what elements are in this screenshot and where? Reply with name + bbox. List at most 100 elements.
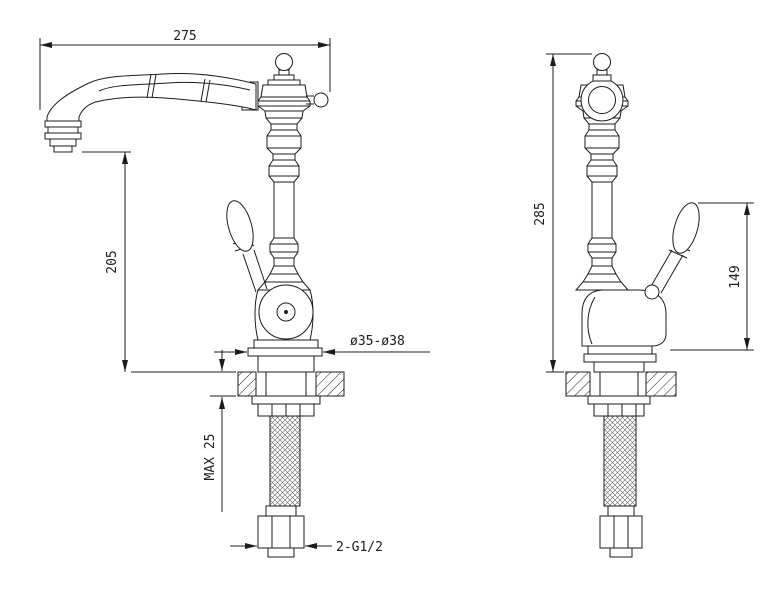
- handle-lever: [242, 249, 268, 293]
- arrowhead-right: [323, 349, 335, 355]
- arrowhead-down: [219, 359, 225, 371]
- aerator-ring-1: [44, 120, 82, 128]
- front-handle: [226, 200, 268, 293]
- through-counter-tube: [265, 371, 307, 397]
- side-undermount: [587, 395, 651, 558]
- dim-label-max-thickness: MAX 25: [203, 434, 218, 481]
- base-flange: [587, 345, 653, 355]
- dim-handle-height: 149: [670, 202, 754, 351]
- side-view: [565, 53, 700, 558]
- arrowhead-left: [245, 543, 257, 549]
- dim-hole-diameter: ø35-ø38: [214, 334, 430, 355]
- spout-segment-rings: [146, 73, 211, 103]
- side-knob: [313, 92, 329, 108]
- handle-grip: [226, 200, 254, 252]
- base-shank: [593, 361, 645, 373]
- mount-washer: [587, 395, 651, 405]
- arrowhead-left: [40, 42, 52, 48]
- top-finial-ball: [275, 53, 293, 71]
- cap-collar: [592, 74, 612, 82]
- side-body: [581, 284, 667, 373]
- arrowhead-right: [305, 543, 317, 549]
- dim-max-thickness: MAX 25: [203, 350, 236, 512]
- hex-nut: [257, 515, 305, 549]
- arrowhead-up: [219, 397, 225, 409]
- handle-grip: [672, 202, 700, 254]
- base-lip: [583, 353, 657, 363]
- top-finial-ball: [593, 53, 611, 71]
- cap-collar: [273, 74, 295, 81]
- body-contour-line: [587, 296, 596, 345]
- hex-nut-facets: [613, 516, 629, 548]
- base-shank: [257, 355, 315, 373]
- dim-label-spout-reach: 275: [173, 29, 196, 44]
- arrowhead-bottom: [550, 360, 556, 372]
- braided-hose: [269, 415, 301, 507]
- mount-nut-facets: [271, 404, 301, 416]
- dim-spout-reach: 275: [39, 29, 331, 110]
- hose-stub: [267, 547, 295, 558]
- side-column: [574, 53, 630, 291]
- body-inner-circle: [276, 302, 296, 322]
- hex-nut-facets: [271, 516, 291, 548]
- hose-stub: [609, 547, 633, 558]
- dim-label-thread: 2-G1/2: [336, 540, 383, 555]
- aerator-ring-3: [44, 132, 82, 140]
- hose-collar: [607, 505, 635, 517]
- mount-washer: [251, 395, 321, 405]
- spout-cross-section-inner: [588, 86, 616, 114]
- dim-spout-height: 205: [82, 151, 236, 373]
- spout-cross-section-outer: [580, 78, 624, 122]
- front-body: [247, 284, 323, 373]
- body-outline: [581, 289, 667, 347]
- dim-overall-height: 285: [533, 53, 592, 373]
- base-flange: [253, 339, 319, 349]
- arrowhead-bottom: [744, 338, 750, 350]
- countertop-hatch-left: [237, 371, 257, 397]
- aerator-ring-4: [49, 138, 77, 147]
- side-knob-neck: [306, 95, 314, 105]
- front-spout: [44, 73, 259, 153]
- dim-label-handle-height: 149: [728, 265, 743, 288]
- arrowhead-top: [550, 54, 556, 66]
- arrowhead-left: [235, 349, 247, 355]
- countertop-hatch-right: [645, 371, 677, 397]
- dimension-annotations: 275 205 ø35-ø38 MAX 25 2-G1/: [39, 29, 754, 555]
- dim-lines: [670, 202, 754, 351]
- braided-hose: [603, 415, 637, 507]
- mount-nut-facets: [607, 404, 637, 416]
- aerator-tip: [53, 145, 73, 153]
- base-lip: [247, 347, 323, 357]
- handle-boss: [644, 284, 660, 300]
- arrowhead-right: [318, 42, 330, 48]
- dim-lines: [546, 53, 592, 373]
- through-counter-tube: [599, 371, 639, 397]
- spout-aerator: [44, 120, 82, 153]
- side-handle: [649, 202, 700, 294]
- arrowhead-bottom: [122, 360, 128, 372]
- hose-collar: [265, 505, 297, 517]
- cap-collar-wide: [267, 79, 301, 86]
- front-undermount: [251, 395, 321, 558]
- side-countertop: [565, 371, 677, 397]
- dim-lines: [39, 38, 331, 110]
- body-center-dot: [284, 310, 288, 314]
- column-tier-lines: [258, 96, 310, 283]
- arrowhead-top: [744, 203, 750, 215]
- dim-lines: [82, 151, 236, 373]
- countertop-hatch-left: [565, 371, 591, 397]
- front-countertop: [237, 371, 345, 397]
- arrowhead-top: [122, 152, 128, 164]
- aerator-ring-2: [47, 126, 79, 134]
- dim-label-overall-height: 285: [533, 202, 548, 225]
- dim-label-spout-height: 205: [105, 250, 120, 273]
- handle-lever: [649, 249, 684, 294]
- hex-nut: [599, 515, 643, 549]
- countertop-hatch-right: [315, 371, 345, 397]
- dim-thread: 2-G1/2: [230, 540, 383, 555]
- front-column: [256, 53, 329, 291]
- spout-accent-line: [98, 81, 251, 92]
- dim-label-hole-diameter: ø35-ø38: [350, 334, 405, 349]
